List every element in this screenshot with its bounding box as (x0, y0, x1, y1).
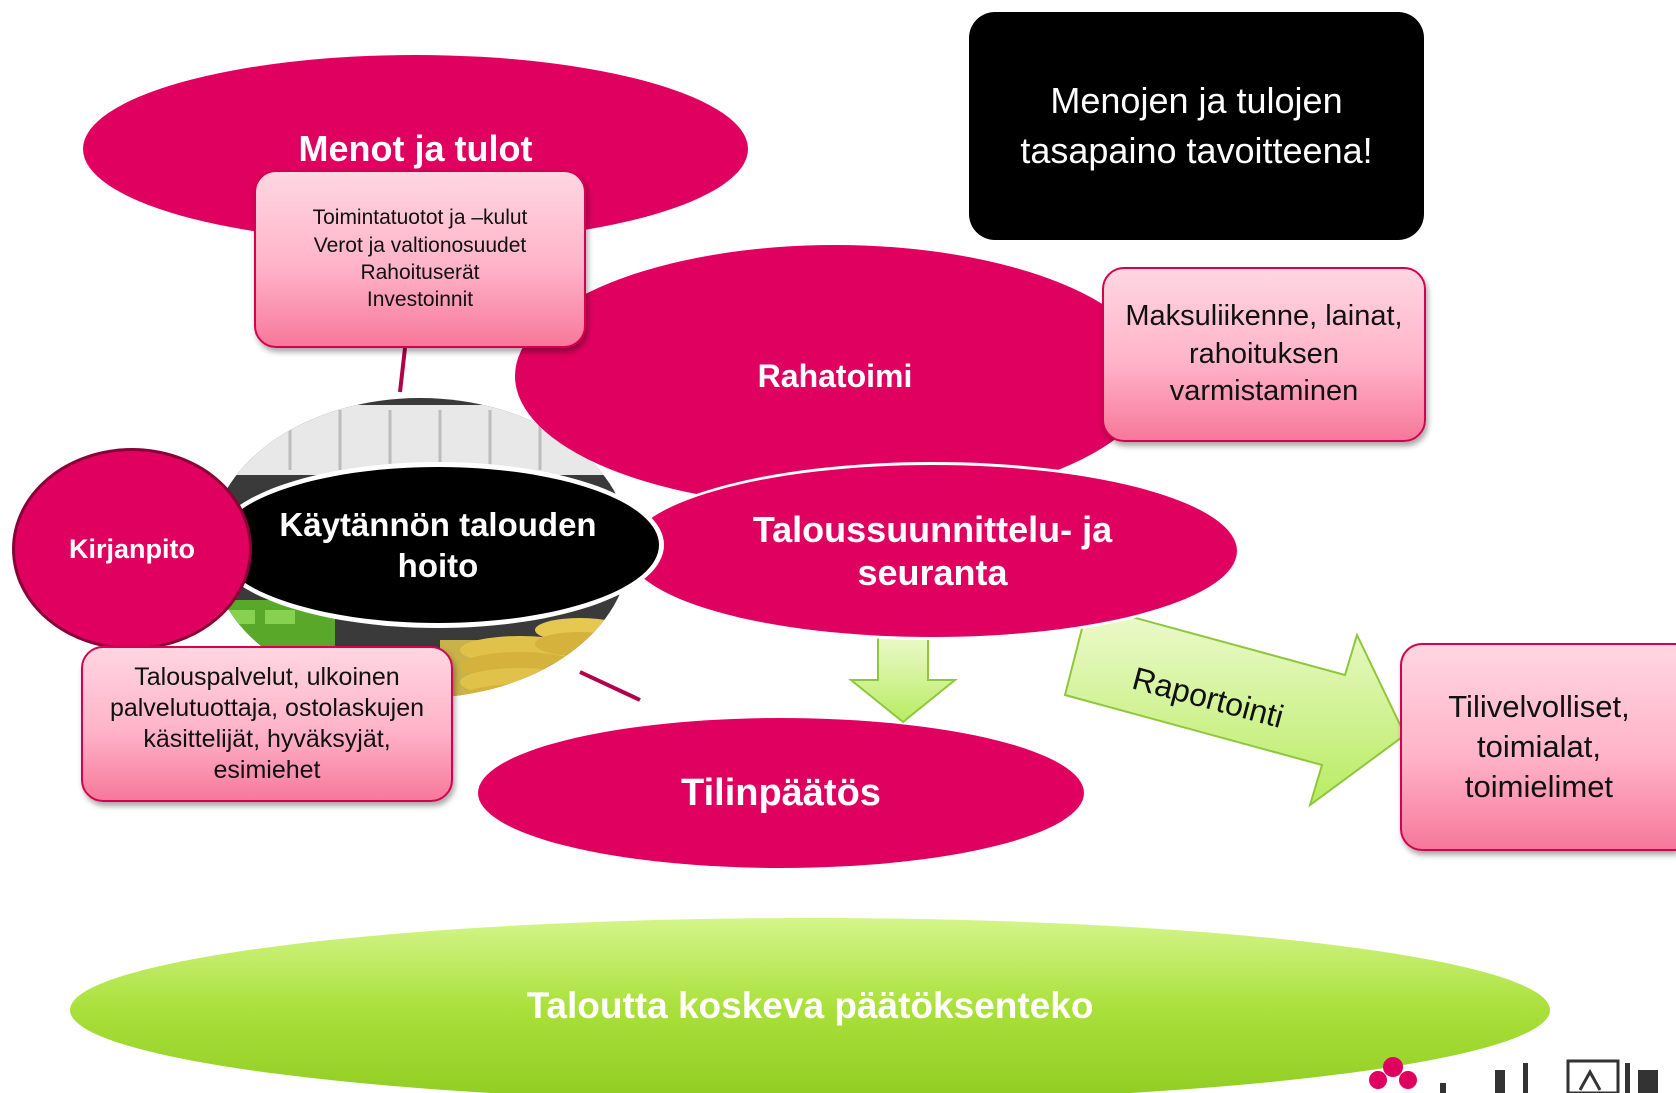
tilivelvolliset-box: Tilivelvolliset, toimialat, toimielimet (1400, 643, 1676, 851)
kirjanpito-circle: Kirjanpito (12, 448, 252, 650)
kaytannon-details-box: Talouspalvelut, ulkoinen palvelutuottaja… (81, 646, 453, 802)
tilinpaatos-ellipse: Tilinpäätös (478, 718, 1084, 868)
paatoksenteko-ellipse-shape (70, 918, 1550, 1093)
kaytannon-talouden-hoito-label: Käytännön talouden hoito (279, 505, 597, 584)
tilinpaatos-label: Tilinpäätös (681, 771, 881, 814)
rahatoimi-details-text: Maksuliikenne, lainat, rahoituksen varmi… (1125, 299, 1403, 408)
taloussuunnittelu-ellipse: Taloussuunnittelu- ja seuranta (625, 462, 1240, 640)
paatoksenteko-label: Taloutta koskeva päätöksenteko (526, 985, 1094, 1026)
kaytannon-talouden-hoito-ellipse: Käytännön talouden hoito (212, 462, 664, 628)
menot-details-text: Toimintatuotot ja –kulut Verot ja valtio… (312, 206, 528, 312)
menot-ja-tulot-label: Menot ja tulot (298, 128, 533, 169)
menot-details-box: Toimintatuotot ja –kulut Verot ja valtio… (254, 170, 586, 348)
raportointi-arrow-icon (1063, 603, 1407, 808)
balance-goal-callout: Menojen ja tulojen tasapaino tavoitteena… (969, 12, 1424, 240)
kaytannon-details-text: Talouspalvelut, ulkoinen palvelutuottaja… (109, 662, 425, 785)
rahatoimi-label: Rahatoimi (757, 357, 913, 394)
taloussuunnittelu-label: Taloussuunnittelu- ja seuranta (752, 508, 1113, 593)
tilivelvolliset-text: Tilivelvolliset, toimialat, toimielimet (1448, 688, 1630, 805)
kirjanpito-label: Kirjanpito (69, 533, 195, 564)
connector-line (579, 670, 641, 702)
rahatoimi-ellipse: Rahatoimi (515, 245, 1155, 507)
city-logo (1369, 1057, 1658, 1093)
rahatoimi-details-box: Maksuliikenne, lainat, rahoituksen varmi… (1102, 267, 1426, 442)
down-arrow-icon (848, 631, 958, 724)
connector-line (398, 347, 407, 393)
balance-goal-text: Menojen ja tulojen tasapaino tavoitteena… (1020, 79, 1373, 171)
